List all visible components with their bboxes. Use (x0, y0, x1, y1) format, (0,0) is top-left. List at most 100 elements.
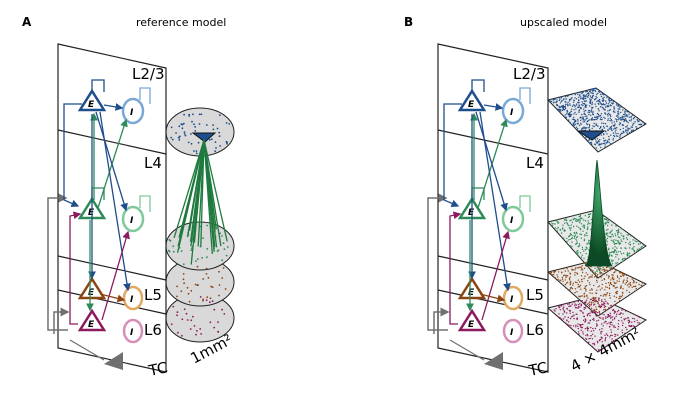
neuron-dot (579, 303, 581, 305)
neuron-dot (170, 126, 173, 129)
neuron-dot (564, 222, 566, 224)
neuron-dot (614, 233, 616, 235)
neuron-dot (581, 271, 584, 274)
neuron-dot (551, 223, 553, 225)
neuron-dot (588, 282, 591, 284)
neuron-dot (626, 284, 629, 286)
neuron-dot (605, 316, 607, 318)
neuron-dot (581, 101, 583, 103)
neuron-dot (614, 317, 616, 319)
neuron-dot (625, 310, 627, 312)
neuron-dot (591, 298, 593, 300)
neuron-dot (613, 295, 616, 297)
neuron-dot (633, 285, 635, 288)
neuron-dot (570, 108, 573, 110)
neuron-dot (188, 115, 191, 117)
neuron-dot (643, 123, 645, 125)
neuron-dot (196, 330, 198, 332)
neuron-dot (583, 102, 585, 105)
neuron-dot (568, 115, 571, 118)
neuron-dot (577, 286, 579, 288)
neuron-dot (591, 274, 593, 276)
neuron-dot (614, 287, 616, 289)
neuron-dot (549, 100, 551, 103)
neuron-dot (591, 101, 593, 103)
neuron-dot (583, 112, 585, 114)
neuron-dot (582, 226, 584, 228)
neuron-dot (585, 337, 587, 340)
neuron-dot (620, 116, 622, 119)
neuron-dot (569, 283, 571, 286)
neuron-dot (598, 311, 600, 314)
neuron-dot (628, 283, 630, 285)
neuron-dot (555, 308, 557, 310)
neuron-dot (625, 274, 628, 276)
neuron-dot (186, 286, 189, 289)
neuron-dot (556, 315, 559, 317)
neuron-dot (638, 248, 641, 250)
neuron-dot (566, 268, 568, 270)
neuron-dot (611, 338, 613, 340)
neuron-dot (636, 250, 638, 252)
neuron-dot (606, 105, 608, 107)
neuron-dot (622, 109, 624, 111)
neuron-dot (587, 120, 589, 122)
neuron-dot (603, 216, 605, 218)
neuron-dot (578, 295, 580, 297)
neuron-dot (620, 111, 622, 114)
neuron-dot (621, 329, 623, 331)
neuron-dot (613, 304, 615, 306)
neuron-dot (571, 237, 574, 239)
neuron-dot (591, 88, 593, 90)
neuron-dot (569, 220, 571, 222)
neuron-dot (582, 269, 584, 271)
neuron-dot (606, 141, 609, 143)
neuron-dot (578, 218, 580, 221)
neuron-dot (591, 89, 593, 92)
neuron-dot (566, 111, 568, 113)
neuron-dot (586, 104, 588, 106)
source-neuron-b-icon (576, 130, 606, 141)
neuron-dot (548, 271, 551, 273)
neuron-dot (608, 98, 610, 100)
neuron-dot (555, 102, 557, 104)
neuron-dot (214, 141, 217, 144)
neuron-dot (599, 127, 601, 130)
neuron-dot (579, 266, 581, 268)
neuron-dot (604, 334, 606, 336)
neuron-dot (562, 307, 564, 310)
neuron-dot (604, 270, 606, 272)
neuron-dot (591, 107, 593, 109)
neuron-dot (619, 122, 622, 125)
neuron-dot (563, 109, 566, 111)
neuron-dot (591, 338, 594, 340)
neuron-dot (589, 319, 591, 321)
neuron-dot (635, 281, 638, 284)
neuron-dot (569, 121, 571, 124)
neuron-dot (609, 281, 612, 284)
neuron-dot (598, 115, 600, 117)
panel-a-layer-l4: L4 (144, 154, 162, 172)
neuron-dot (577, 93, 579, 96)
neuron-dot (611, 120, 613, 122)
neuron-dot (592, 125, 594, 127)
l6-to-l4-inh (101, 230, 130, 321)
neuron-dot (619, 128, 622, 131)
neuron-dot (603, 322, 605, 324)
neuron-dot (569, 238, 571, 241)
neuron-dot (627, 130, 629, 132)
neuron-dot (592, 271, 594, 274)
neuron-dot (585, 94, 588, 96)
neuron-dot (617, 328, 619, 330)
neuron-dot (613, 121, 615, 123)
neuron-dot (581, 254, 583, 256)
neuron-dot (623, 272, 625, 275)
neuron-dot (585, 138, 587, 140)
neuron-dot (559, 98, 561, 100)
neuron-dot (228, 123, 231, 125)
neuron-dot (599, 273, 601, 275)
neuron-dot (610, 127, 613, 129)
l23-inh-label: I (130, 108, 134, 118)
neuron-dot (591, 333, 594, 335)
neuron-dot (570, 97, 572, 99)
